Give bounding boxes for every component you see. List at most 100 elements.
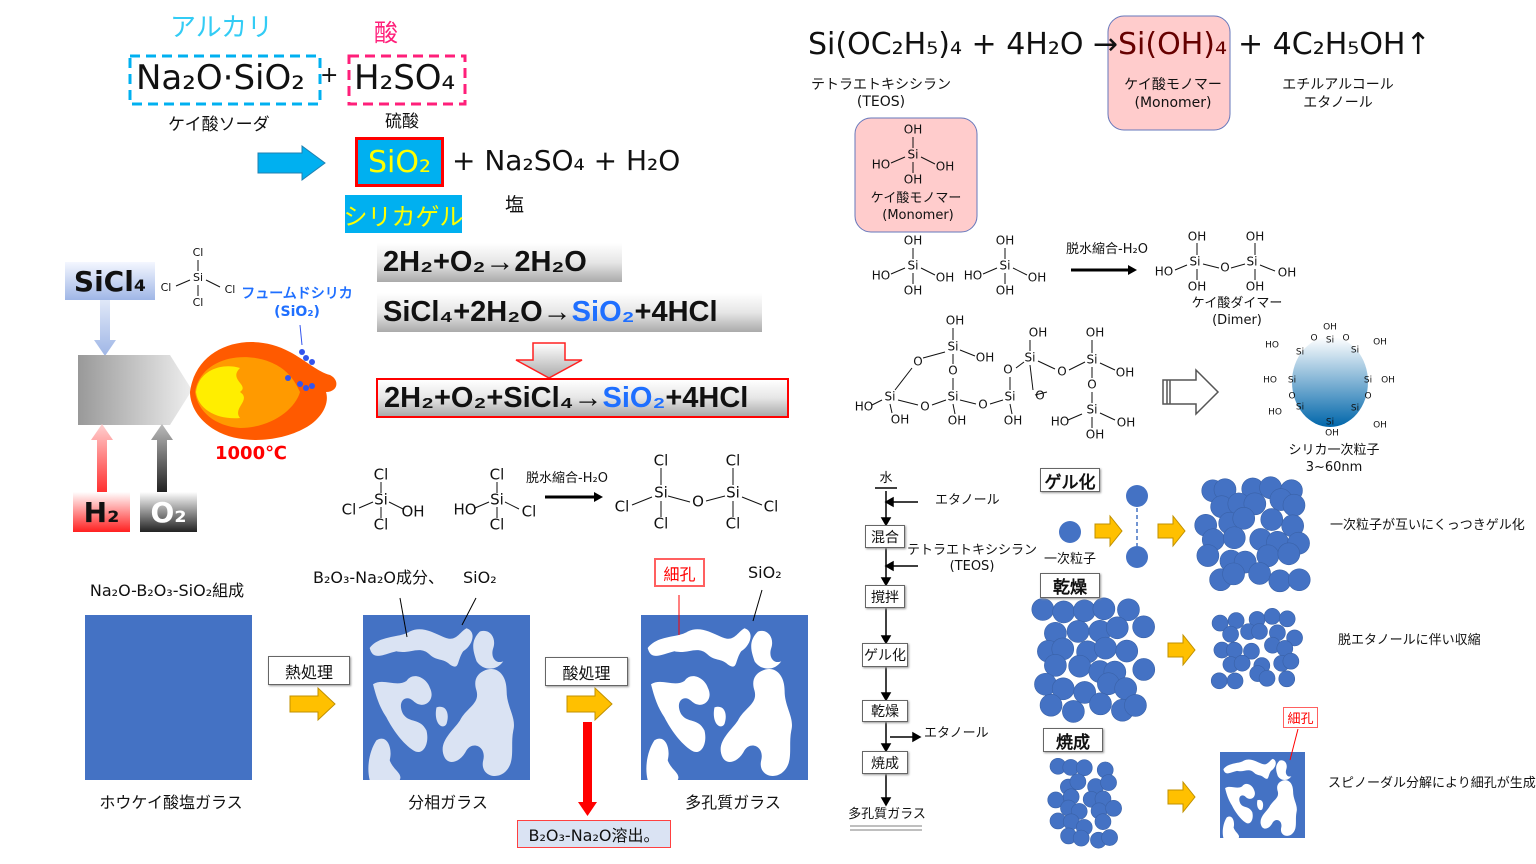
atom-oh: OH: [1278, 266, 1296, 280]
equation-text: 2H₂+O₂→2H₂O: [383, 246, 587, 278]
atom-cl: Cl: [193, 246, 204, 259]
atom-si: Si: [1326, 418, 1334, 428]
elution-label: B₂O₃-Na₂O溶出。: [517, 820, 671, 848]
atom-si: Si: [1296, 348, 1304, 358]
elution-down-arrow: [578, 722, 597, 816]
equation-sio2: SiO₂: [571, 296, 635, 328]
combine-down-arrow: [515, 342, 583, 379]
atom-cl: Cl: [490, 516, 505, 534]
heat-treatment-label: 熱処理: [268, 656, 350, 685]
flow-teos-abbr: (TEOS): [949, 559, 995, 574]
atom-oh: OH: [976, 351, 994, 365]
atom-o: O: [913, 355, 922, 369]
salt-label: 塩: [505, 194, 525, 216]
atom-ho: HO: [453, 501, 476, 519]
atom-oh: OH: [1086, 326, 1104, 340]
primary-particle: [1222, 526, 1246, 550]
stage-gel-desc: 一次粒子が互いにくっつきゲル化: [1330, 518, 1525, 533]
primary-particle: [1105, 800, 1122, 817]
atom-cl: Cl: [654, 452, 669, 470]
primary-particle: [1075, 759, 1093, 777]
dimer-name: ケイ酸ダイマー: [1191, 296, 1283, 311]
primary-particle: [1210, 672, 1228, 690]
bond-line: [1009, 403, 1013, 415]
atom-o: O: [978, 398, 987, 412]
primary-particle: [1073, 599, 1096, 623]
primary-particle: [1278, 610, 1296, 628]
primary-particle: [1059, 521, 1081, 543]
monomer-highlight-box: [1107, 15, 1231, 131]
sodium-silicate-name: ケイ酸ソーダ: [168, 115, 270, 135]
primary-particle: [1132, 658, 1156, 681]
bond-line: [1202, 263, 1220, 269]
atom-o: O: [1087, 378, 1096, 392]
bond-line: [1230, 263, 1246, 269]
equation-text: +4HCl: [665, 381, 749, 414]
bond-line: [504, 501, 520, 510]
atom-cl: Cl: [726, 452, 741, 470]
porous-glass-block: [641, 615, 808, 780]
silica-particles-icon: [285, 324, 315, 391]
atom-si: Si: [885, 390, 896, 404]
atom-si: Si: [1364, 376, 1372, 386]
atom-si: Si: [1247, 255, 1258, 269]
atom-si: Si: [1025, 351, 1036, 365]
teos-equation-monomer: Si(OH)₄: [1118, 27, 1227, 62]
atom-cl: Cl: [225, 283, 236, 296]
primary-particle: [1263, 608, 1281, 625]
bond-line: [631, 496, 653, 506]
burner-body: [78, 355, 192, 425]
flow-teos-in: テトラエトキシシラン: [906, 543, 1038, 558]
atom-si: Si: [374, 491, 388, 509]
primary-particle: [1211, 614, 1229, 632]
fumed-silica-formula: (SiO₂): [274, 304, 320, 320]
primary-particle: [1232, 507, 1256, 530]
acid-dashed-box: [347, 54, 467, 106]
primary-particle: [1126, 546, 1148, 568]
atom-oh: OH: [1029, 326, 1047, 340]
atom-si: Si: [908, 259, 919, 273]
bond-line: [474, 501, 490, 509]
sio2-product-box: SiO₂: [355, 137, 444, 187]
atom-si: Si: [1296, 403, 1304, 413]
sulfuric-acid-name: 硫酸: [385, 112, 419, 132]
equation-text: SiCl₄+2H₂O→: [383, 296, 572, 328]
atom-o: O: [1220, 261, 1229, 275]
bond-line: [897, 399, 919, 406]
monomer-structure-box: [854, 117, 978, 233]
atom-cl: Cl: [193, 296, 204, 309]
bond-line: [982, 267, 998, 275]
teos-equation-left: Si(OC₂H₅)₄ + 4H₂O →: [808, 27, 1119, 62]
atom-cl: Cl: [490, 466, 505, 484]
flow-step-stir: 撹拌: [865, 585, 905, 608]
atom-oh: OH: [1381, 376, 1395, 386]
bond-line: [931, 399, 947, 406]
flow-step-gel: ゲル化: [862, 643, 908, 667]
flow-step-dry: 乾燥: [862, 700, 908, 722]
atom-o: O: [1342, 334, 1349, 344]
atom-o: O: [692, 493, 704, 511]
equation-text: +4HCl: [634, 296, 718, 328]
bond-line: [920, 267, 936, 276]
hollow-right-arrow: [1162, 368, 1220, 416]
phase-components-label: B₂O₃-Na₂O成分、: [313, 568, 444, 587]
flow-step-fire: 焼成: [862, 751, 908, 774]
bond-line: [894, 367, 913, 391]
atom-oh: OH: [1188, 280, 1206, 294]
atom-oh: OH: [1323, 323, 1337, 333]
stage-pore-label: 細孔: [1283, 707, 1318, 728]
bond-line: [889, 403, 893, 414]
atom-si: Si: [726, 484, 740, 502]
atom-ho: HO: [1155, 265, 1173, 279]
teos-abbr: (TEOS): [856, 94, 906, 110]
bond-line: [952, 403, 956, 415]
primary-particle: [1089, 692, 1112, 716]
bond-line: [959, 399, 977, 405]
atom-cl: Cl: [764, 498, 779, 516]
primary-particle: [1278, 670, 1296, 688]
stage-dry-desc: 脱エタノールに伴い収縮: [1338, 633, 1481, 648]
atom-oh: OH: [1028, 271, 1046, 285]
atom-oh: OH: [904, 234, 922, 248]
atom-cl: Cl: [615, 498, 630, 516]
